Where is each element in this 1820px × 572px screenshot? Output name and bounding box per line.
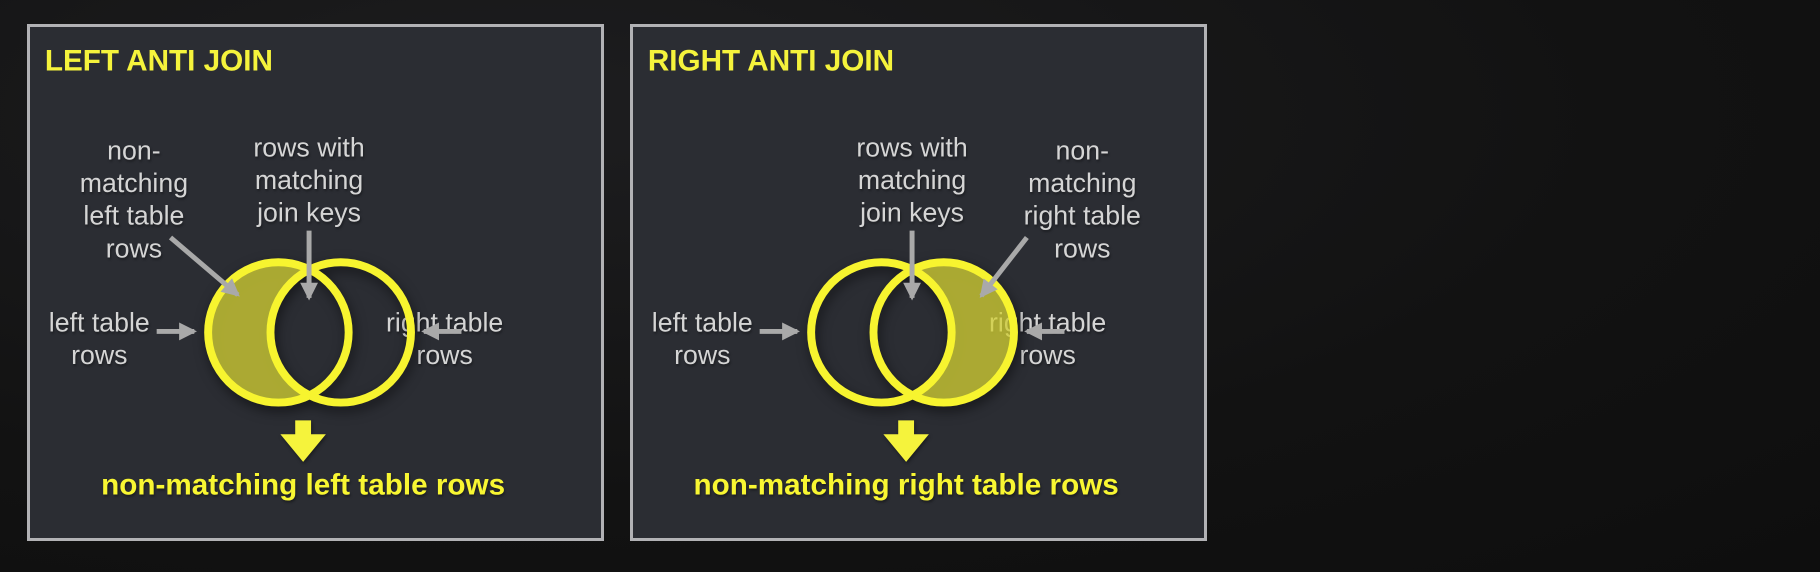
venn-diagram (188, 242, 436, 423)
label-line: join keys (256, 198, 361, 228)
right-table-circle (266, 258, 415, 407)
non-matching-right-rows-label: non- matching right table rows (1024, 135, 1141, 263)
left-anti-join-panel: LEFT ANTI JOIN non- matching left table … (27, 24, 604, 541)
label-line: matching (1028, 168, 1136, 198)
label-line: matching (858, 165, 966, 195)
label-line: matching (80, 168, 188, 198)
left-table-circle (204, 258, 353, 407)
non-matching-pointer-arrow-icon (979, 236, 1029, 298)
matching-join-keys-label: rows with matching join keys (253, 132, 364, 227)
label-line: rows (106, 233, 162, 263)
left-table-circle (807, 258, 956, 407)
non-matching-pointer-arrow-icon (168, 235, 240, 297)
label-line: join keys (859, 198, 964, 228)
right-anti-join-panel: RIGHT ANTI JOIN rows with matching join … (630, 24, 1207, 541)
label-line: left table (49, 307, 150, 337)
result-label: non-matching right table rows (693, 469, 1118, 502)
label-line: rows (1054, 233, 1110, 263)
label-line: left table (83, 201, 184, 231)
result-arrow-icon (883, 420, 929, 462)
label-line: rows with (856, 132, 967, 162)
panel-title: RIGHT ANTI JOIN (648, 45, 894, 78)
left-table-rows-label: left table rows (49, 307, 150, 370)
label-line: rows with (253, 132, 364, 162)
label-line: matching (255, 165, 363, 195)
label-line: non- (107, 135, 160, 165)
right-table-circle (869, 258, 1018, 407)
right-anti-join-diagram: RIGHT ANTI JOIN rows with matching join … (648, 45, 1141, 502)
panel-title: LEFT ANTI JOIN (45, 45, 273, 78)
label-line: left table (652, 307, 753, 337)
result-arrow-icon (280, 420, 326, 462)
label-line: non- (1056, 135, 1109, 165)
label-line: right table (1024, 201, 1141, 231)
result-label: non-matching left table rows (101, 469, 505, 502)
non-matching-left-rows-label: non- matching left table rows (80, 135, 188, 263)
left-anti-join-diagram: LEFT ANTI JOIN non- matching left table … (45, 45, 505, 502)
label-line: rows (674, 340, 730, 370)
left-table-rows-label: left table rows (652, 307, 753, 370)
matching-join-keys-label: rows with matching join keys (856, 132, 967, 227)
label-line: rows (71, 340, 127, 370)
